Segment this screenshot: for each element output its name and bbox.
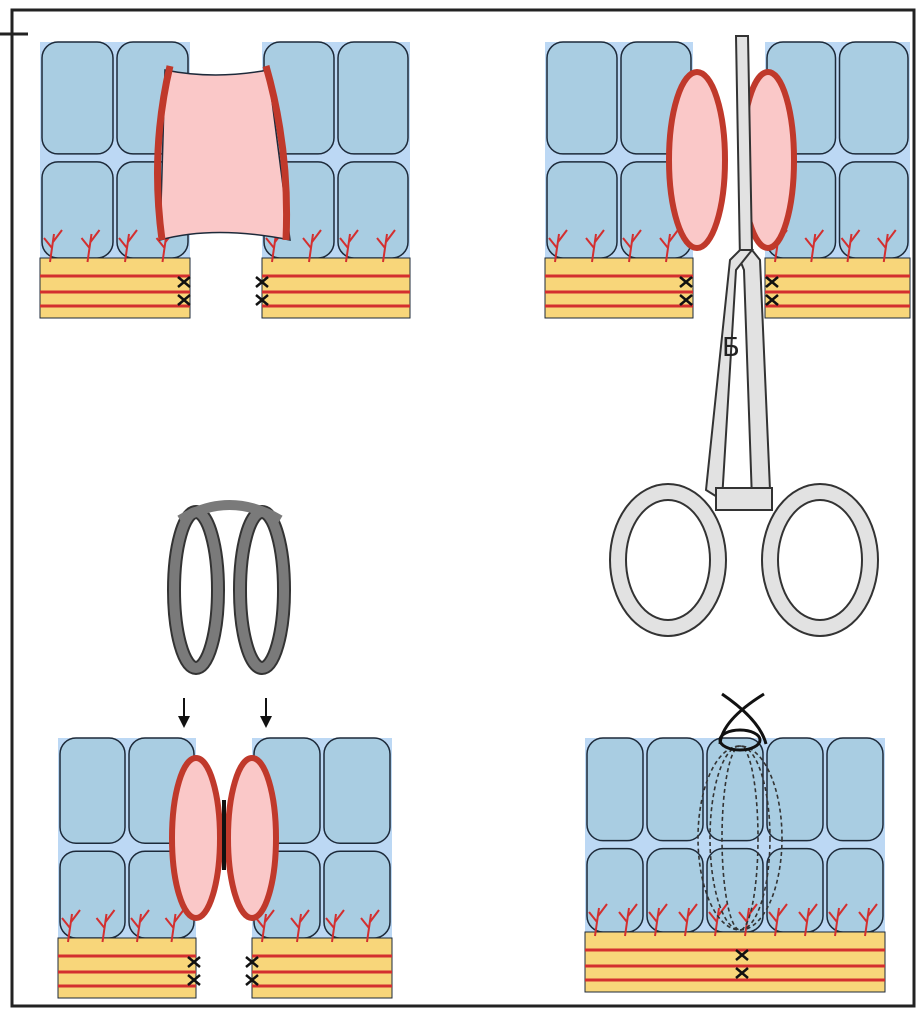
hemostat-ring-right-inner bbox=[778, 500, 862, 620]
panel-b-label: Б bbox=[722, 333, 740, 363]
panel-c-right-wall-submucosa bbox=[252, 938, 392, 998]
panel-a-opening bbox=[192, 245, 260, 325]
panel-a bbox=[40, 42, 410, 325]
muscle-cell bbox=[840, 42, 909, 154]
muscle-cell bbox=[587, 738, 643, 841]
muscle-cell bbox=[60, 738, 125, 843]
panel-d-wall-submucosa bbox=[585, 932, 885, 992]
panel-d-wall bbox=[585, 738, 885, 992]
muscle-cell bbox=[547, 42, 617, 154]
hemostat-box-lock bbox=[716, 488, 772, 510]
muscle-cell bbox=[338, 42, 408, 154]
panel-b-left-wall-submucosa bbox=[545, 258, 693, 318]
panel-d bbox=[585, 694, 885, 992]
panel-c-left-wall-submucosa bbox=[58, 938, 196, 998]
muscle-cell bbox=[324, 738, 390, 843]
panel-a-right-wall-submucosa bbox=[262, 258, 410, 318]
muscle-cell bbox=[42, 42, 113, 154]
panel-b-right-wall-submucosa bbox=[765, 258, 910, 318]
mucosa-fold-left bbox=[669, 72, 725, 248]
mucosa-fold-right bbox=[228, 758, 276, 918]
mucosa-fold-left bbox=[172, 758, 220, 918]
hemostat-ring-left-inner bbox=[626, 500, 710, 620]
muscle-cell bbox=[647, 738, 703, 841]
muscle-cell bbox=[827, 738, 883, 841]
panel-a-left-wall-submucosa bbox=[40, 258, 190, 318]
